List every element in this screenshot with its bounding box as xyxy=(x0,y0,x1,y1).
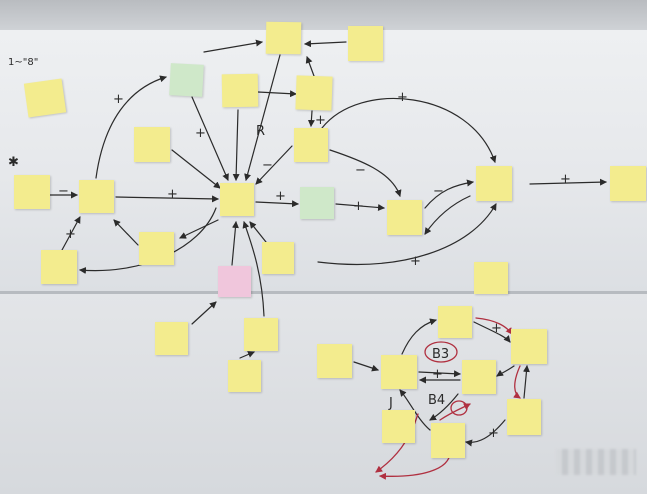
sticky-note xyxy=(169,63,204,97)
sticky-note xyxy=(228,360,261,392)
sticky-note xyxy=(262,242,294,274)
sticky-note xyxy=(387,200,422,235)
marker-j-mark: J xyxy=(389,396,393,411)
sticky-note xyxy=(507,399,541,435)
marker-plus-8: + xyxy=(410,254,421,269)
arrow xyxy=(192,302,216,324)
sticky-note xyxy=(24,79,66,118)
arrow xyxy=(232,222,236,265)
arrow xyxy=(204,42,262,52)
sticky-note xyxy=(155,322,188,355)
sticky-note xyxy=(438,306,472,338)
arrow xyxy=(172,150,220,188)
arrow xyxy=(497,366,514,376)
marker-plus-2: + xyxy=(195,126,206,141)
marker-plus-1: + xyxy=(113,92,124,107)
arrow xyxy=(524,366,527,398)
marker-plus-12: + xyxy=(488,426,499,441)
sticky-note xyxy=(317,344,352,378)
marker-plus-13: + xyxy=(491,321,502,336)
arrow xyxy=(240,352,254,358)
sticky-note xyxy=(382,410,415,443)
arrow xyxy=(322,98,495,162)
sticky-note xyxy=(610,166,646,201)
red-arrow xyxy=(515,366,520,398)
arrow xyxy=(402,320,436,354)
arrow xyxy=(305,42,346,44)
sticky-note xyxy=(294,128,328,162)
sticky-note xyxy=(462,360,496,394)
sticky-note xyxy=(218,266,251,297)
sticky-note xyxy=(79,180,114,213)
marker-plus-5: + xyxy=(353,199,364,214)
arrow xyxy=(425,196,470,234)
b4-circle xyxy=(451,401,467,415)
arrow xyxy=(236,110,238,180)
sticky-note xyxy=(266,22,302,55)
sticky-note xyxy=(222,74,259,108)
marker-plus-9: + xyxy=(65,227,76,242)
sticky-note xyxy=(476,166,512,201)
arrow xyxy=(250,222,266,242)
marker-plus-4: + xyxy=(275,189,286,204)
marker-plus-6: + xyxy=(397,90,408,105)
marker-star-1: ✱ xyxy=(8,155,19,170)
sticky-note xyxy=(139,232,174,265)
marker-plus-11: + xyxy=(432,367,443,382)
marker-minus-4: − xyxy=(262,158,273,173)
arrow xyxy=(354,362,378,370)
sticky-note xyxy=(431,423,465,458)
arrow xyxy=(114,220,138,245)
marker-top-left-scribble: 1~"8" xyxy=(8,57,38,68)
arrow xyxy=(311,111,312,126)
marker-minus-1: − xyxy=(58,184,69,199)
marker-r-mark: R xyxy=(256,124,265,139)
marker-b3-label: B3 xyxy=(432,347,449,362)
sticky-note xyxy=(511,329,547,364)
sticky-note xyxy=(220,183,254,216)
sticky-note xyxy=(41,250,77,284)
sticky-note xyxy=(295,75,332,110)
sticky-note xyxy=(134,127,170,162)
marker-minus-2: − xyxy=(355,163,366,178)
arrow xyxy=(180,220,218,238)
sticky-note xyxy=(348,26,383,61)
blurred-watermark xyxy=(556,449,636,475)
marker-b4-label: B4 xyxy=(428,393,445,408)
sticky-note xyxy=(14,175,50,209)
sticky-note xyxy=(381,355,417,389)
sticky-note xyxy=(300,187,334,219)
marker-plus-7: + xyxy=(560,172,571,187)
sticky-note xyxy=(244,318,278,351)
marker-minus-3: − xyxy=(433,184,444,199)
arrow xyxy=(307,57,314,76)
sticky-note xyxy=(474,262,508,294)
arrow xyxy=(258,92,296,94)
marker-plus-10: + xyxy=(315,113,326,128)
marker-plus-3: + xyxy=(167,187,178,202)
arrow xyxy=(466,420,505,442)
